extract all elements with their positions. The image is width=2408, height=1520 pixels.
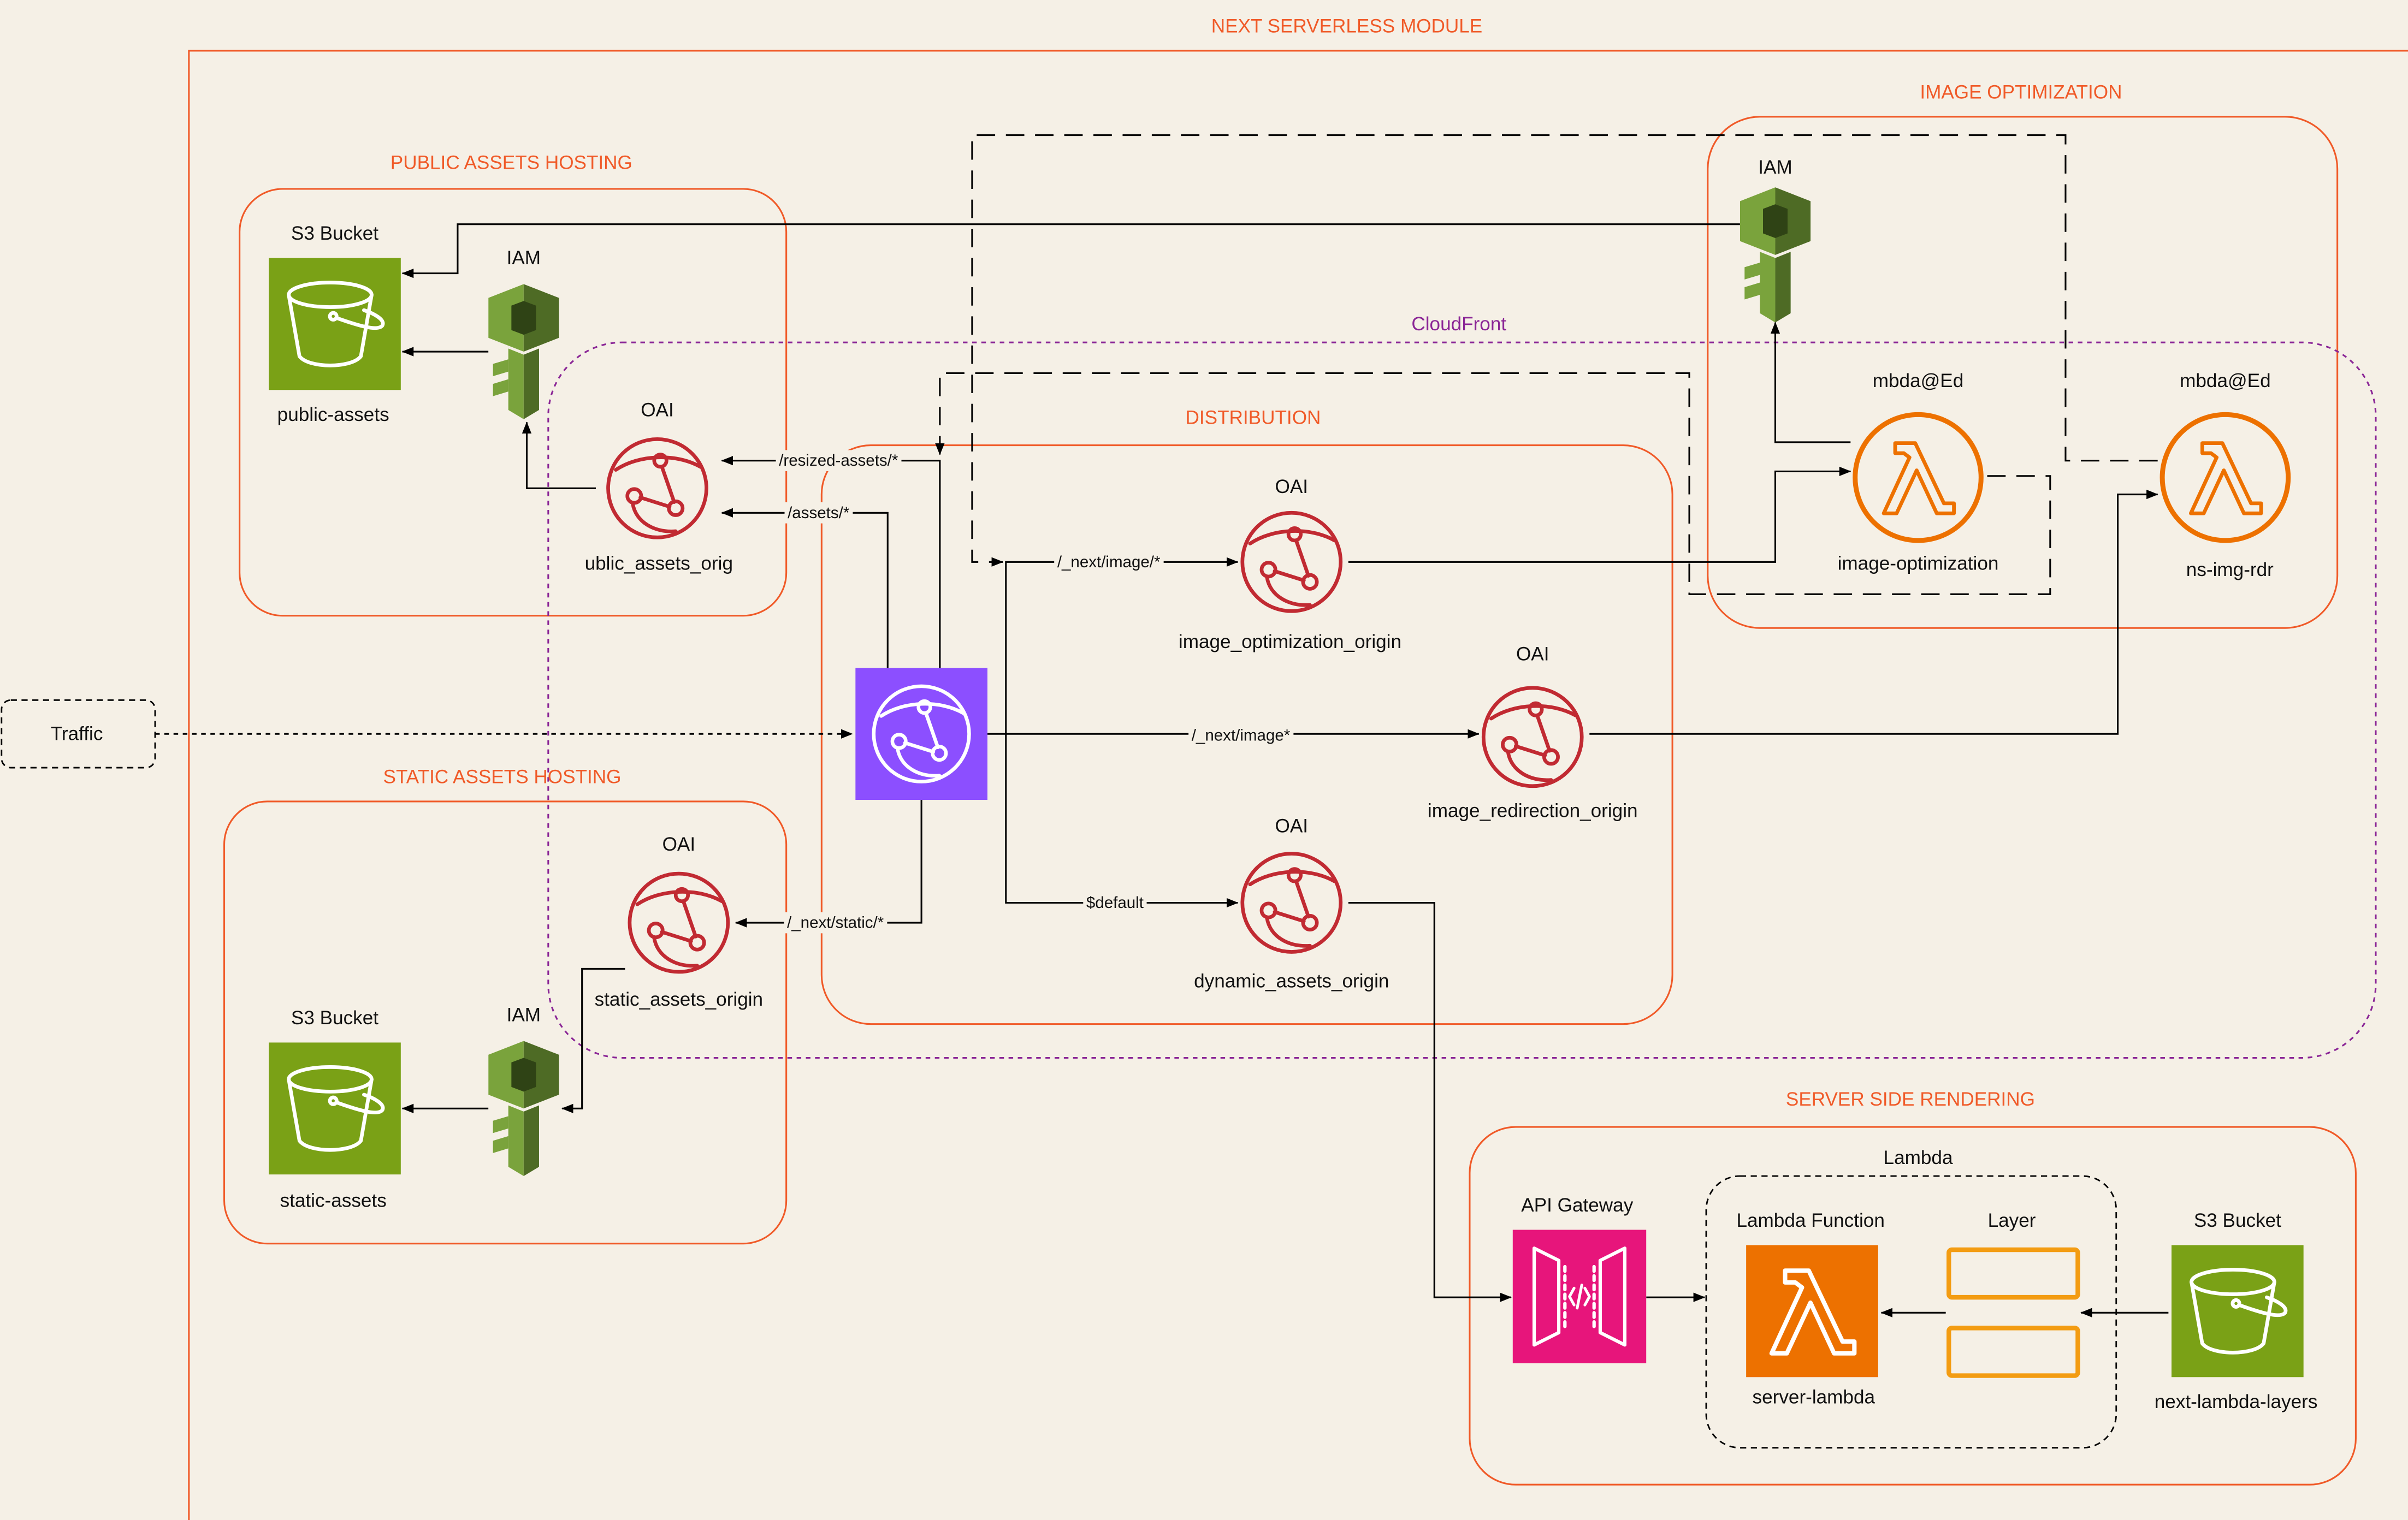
server-side-rendering-border bbox=[1469, 1126, 2357, 1486]
lambda-group-title: Lambda bbox=[1884, 1147, 1953, 1168]
static-bucket-name: static-assets bbox=[280, 1190, 387, 1212]
route-label-next-image-optimization: /_next/image/* bbox=[1054, 551, 1164, 573]
lambda-edge-icon bbox=[1855, 414, 1981, 541]
route-text: /_next/image/* bbox=[1057, 553, 1161, 571]
static-oai-label: OAI bbox=[662, 834, 696, 855]
route-label-next-image-redirection: /_next/image* bbox=[1188, 725, 1294, 746]
edge-optimization-lambda-to-resized-route bbox=[935, 372, 2051, 595]
iam-key-icon bbox=[488, 284, 559, 419]
cloudfront-border bbox=[547, 341, 2377, 1059]
edge-next-static-route bbox=[735, 800, 922, 928]
api-gateway-icon bbox=[1513, 1230, 1647, 1363]
public-oai-name: ublic_assets_orig bbox=[585, 553, 733, 574]
s3-bucket-icon bbox=[2172, 1245, 2304, 1378]
lambda-layer-icon bbox=[1946, 1247, 2080, 1378]
edge-redirection-origin-to-lambda bbox=[1589, 489, 2158, 735]
route-label-next-static: /_next/static/* bbox=[784, 912, 888, 934]
lambda-function-type-label: Lambda Function bbox=[1736, 1210, 1884, 1231]
dynamic-assets-origin-oai-label: OAI bbox=[1275, 815, 1309, 836]
optimization-lambda-name: image-optimization bbox=[1838, 553, 1999, 574]
static-iam-label: IAM bbox=[507, 1004, 541, 1025]
lambda-edge-icon bbox=[2162, 414, 2288, 541]
labels: NEXT SERVERLESS MODULE Traffic PUBLIC AS… bbox=[51, 15, 2318, 1412]
cloudfront-origin-icon bbox=[1243, 854, 1341, 952]
route-label-assets: /assets/* bbox=[784, 502, 853, 524]
image-optimization-origin-oai-label: OAI bbox=[1275, 476, 1309, 497]
public-assets-hosting-border bbox=[239, 188, 788, 617]
lambda-function-icon bbox=[1746, 1245, 1878, 1378]
cloudfront-origin-icon bbox=[1243, 513, 1341, 611]
public-bucket-name: public-assets bbox=[277, 404, 389, 425]
distribution-title: DISTRIBUTION bbox=[1186, 407, 1321, 428]
traffic-label: Traffic bbox=[51, 723, 103, 745]
image-redirection-origin-oai-label: OAI bbox=[1516, 643, 1549, 664]
iam-key-icon bbox=[1740, 187, 1811, 323]
route-label-default: $default bbox=[1083, 892, 1147, 913]
iam-key-icon bbox=[488, 1041, 559, 1177]
module-title: NEXT SERVERLESS MODULE bbox=[1211, 15, 1482, 37]
s3-bucket-icon bbox=[269, 1042, 401, 1174]
api-gateway-label: API Gateway bbox=[1521, 1195, 1633, 1216]
public-bucket-type-label: S3 Bucket bbox=[291, 223, 378, 244]
static-assets-hosting-title: STATIC ASSETS HOSTING bbox=[383, 766, 622, 787]
edge-public-oai-to-iam bbox=[522, 421, 596, 489]
next-serverless-module-border bbox=[188, 50, 2408, 1520]
layers-bucket-type-label: S3 Bucket bbox=[2194, 1210, 2281, 1231]
cloudfront-distribution-icon bbox=[855, 668, 987, 800]
redirect-lambda-name: ns-img-rdr bbox=[2186, 559, 2274, 580]
static-assets-hosting-border bbox=[223, 800, 788, 1245]
edge-assets-route bbox=[721, 508, 889, 668]
layers-bucket-name: next-lambda-layers bbox=[2155, 1391, 2318, 1412]
s3-bucket-icon bbox=[269, 258, 401, 390]
route-text: /_next/static/* bbox=[787, 914, 884, 932]
route-text: /assets/* bbox=[788, 504, 850, 522]
redirect-lambda-type-label: mbda@Ed bbox=[2180, 370, 2270, 391]
cloudfront-origin-icon bbox=[1483, 688, 1582, 786]
route-text: /_next/image* bbox=[1192, 727, 1291, 745]
edge-optimization-origin-to-lambda bbox=[1348, 466, 1851, 563]
route-text: /resized-assets/* bbox=[779, 452, 898, 470]
optimization-lambda-type-label: mbda@Ed bbox=[1873, 370, 1963, 391]
edge-iam-to-public-bucket bbox=[401, 223, 1740, 278]
public-oai-label: OAI bbox=[641, 399, 674, 420]
edge-static-oai-to-iam bbox=[561, 967, 625, 1113]
static-bucket-type-label: S3 Bucket bbox=[291, 1007, 378, 1029]
edge-redirect-lambda-to-image-route bbox=[971, 134, 2158, 567]
public-iam-label: IAM bbox=[507, 247, 541, 269]
edges bbox=[155, 134, 2169, 1317]
dynamic-assets-origin-name: dynamic_assets_origin bbox=[1194, 970, 1389, 991]
cloudfront-title: CloudFront bbox=[1411, 313, 1506, 335]
cloudfront-origin-icon bbox=[630, 874, 728, 972]
icons bbox=[269, 187, 2304, 1378]
image-redirection-origin-name: image_redirection_origin bbox=[1428, 800, 1638, 821]
edge-resized-assets-route bbox=[721, 456, 941, 668]
route-text: $default bbox=[1086, 894, 1144, 912]
image-optimization-origin-name: image_optimization_origin bbox=[1179, 631, 1401, 652]
image-optimization-title: IMAGE OPTIMIZATION bbox=[1920, 81, 2122, 103]
layer-label: Layer bbox=[1988, 1210, 2036, 1231]
public-assets-hosting-title: PUBLIC ASSETS HOSTING bbox=[391, 152, 632, 174]
edge-optimization-lambda-to-iam bbox=[1770, 322, 1851, 443]
lambda-function-name: server-lambda bbox=[1753, 1386, 1875, 1408]
image-optimization-border bbox=[1707, 116, 2339, 629]
edge-dynamic-origin-to-api-gateway bbox=[1348, 901, 1512, 1302]
image-optimization-iam-label: IAM bbox=[1758, 157, 1792, 178]
static-oai-name: static_assets_origin bbox=[595, 989, 763, 1010]
cloudfront-origin-icon bbox=[608, 439, 706, 537]
route-label-resized-assets: /resized-assets/* bbox=[776, 450, 902, 471]
server-side-rendering-title: SERVER SIDE RENDERING bbox=[1786, 1089, 2035, 1110]
edge-default-route bbox=[1005, 734, 1239, 908]
